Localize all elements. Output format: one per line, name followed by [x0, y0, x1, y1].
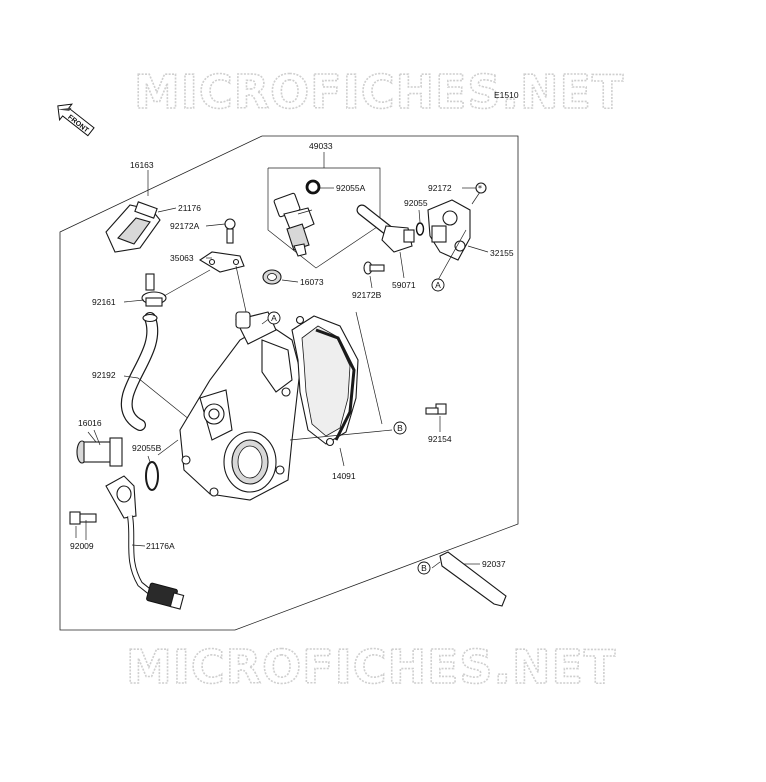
label-14091: 14091: [332, 471, 356, 481]
part-92055B-oring: [145, 455, 159, 491]
part-92055A-oring: [305, 179, 334, 195]
label-21176A: 21176A: [146, 541, 175, 551]
part-16073-seal: [262, 269, 299, 285]
label-35063: 35063: [170, 253, 194, 263]
svg-text:A: A: [435, 280, 441, 290]
label-92009: 92009: [70, 541, 94, 551]
part-16016-valve: [76, 431, 123, 467]
label-16016: 16016: [78, 418, 102, 428]
part-throttle-body: [179, 311, 301, 501]
label-92192: 92192: [92, 370, 116, 380]
label-92161: 92161: [92, 297, 116, 307]
part-59071-pipe: [356, 204, 415, 279]
svg-text:B: B: [421, 563, 427, 573]
svg-text:A: A: [271, 313, 277, 323]
part-92154-bolt: [425, 403, 447, 432]
part-92192-hose: [120, 312, 191, 431]
part-92037-band: [431, 551, 507, 607]
part-35063-bracket: [198, 251, 251, 331]
callout-b-1: B: [393, 421, 407, 435]
part-92172A-screw: [205, 218, 236, 244]
callout-b-2: B: [417, 561, 431, 575]
watermark-top: MICROFICHES.NET: [134, 65, 624, 119]
diagram-code: E1510: [494, 90, 519, 100]
callout-a-2: A: [431, 278, 445, 292]
callout-a-1: A: [267, 311, 281, 325]
part-92172B-screw: [363, 261, 385, 289]
label-16163: 16163: [130, 160, 154, 170]
label-92055B: 92055B: [132, 443, 162, 453]
label-92172: 92172: [428, 183, 452, 193]
label-16073: 16073: [300, 277, 324, 287]
part-21176-sensor: [105, 201, 177, 253]
front-arrow-icon: FRONT: [57, 103, 95, 137]
part-21176A-sensor: [105, 475, 185, 610]
label-21176: 21176: [178, 203, 201, 213]
svg-text:B: B: [397, 423, 403, 433]
part-49033-injector: [273, 192, 315, 257]
part-32155-holder: [427, 191, 489, 281]
label-49033: 49033: [309, 141, 333, 151]
label-32155: 32155: [490, 248, 514, 258]
part-92172-screw: *: [462, 182, 487, 194]
label-92172A: 92172A: [170, 221, 200, 231]
part-92009-bolt: [69, 511, 97, 538]
label-92055A: 92055A: [336, 183, 366, 193]
part-92055-oring: [415, 209, 425, 236]
watermark-bottom: MICROFICHES.NET: [126, 640, 616, 694]
label-92154: 92154: [428, 434, 452, 444]
part-14091-cover: [289, 311, 393, 467]
label-92172B: 92172B: [352, 290, 382, 300]
bracket-49033: [267, 167, 381, 269]
label-59071: 59071: [392, 280, 416, 290]
assembly-frame: [59, 135, 519, 631]
label-92037: 92037: [482, 559, 506, 569]
part-92161-fitting: [123, 269, 211, 307]
svg-text:*: *: [478, 184, 482, 193]
label-92055: 92055: [404, 198, 428, 208]
